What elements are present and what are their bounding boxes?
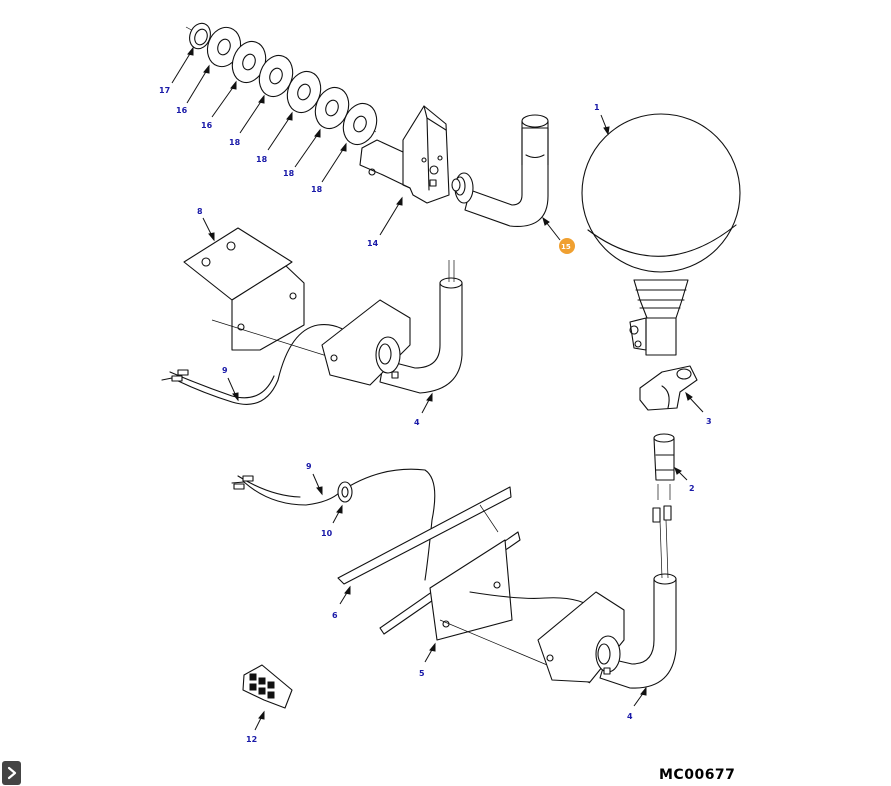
callout-18a[interactable]: 18 — [229, 138, 241, 147]
callout-18c[interactable]: 18 — [283, 169, 295, 178]
drawing-id: MC00677 — [659, 767, 736, 783]
bracket-8 — [183, 227, 379, 373]
callout-8[interactable]: 8 — [197, 207, 203, 216]
tube-15 — [451, 114, 549, 227]
callout-12[interactable]: 12 — [246, 735, 257, 744]
callout-2[interactable]: 2 — [689, 484, 695, 493]
callout-6[interactable]: 6 — [332, 611, 338, 620]
expand-panel-button[interactable] — [2, 761, 21, 785]
callout-18d[interactable]: 18 — [311, 185, 323, 194]
tube-4-upper — [321, 260, 463, 394]
connector-12 — [242, 664, 293, 709]
callout-15-highlight — [559, 238, 575, 254]
callout-18b[interactable]: 18 — [256, 155, 268, 164]
bulb-2 — [653, 433, 675, 500]
callout-9-upper[interactable]: 9 — [222, 366, 228, 375]
leader-lines — [171, 46, 704, 731]
plate-6 — [337, 486, 512, 585]
callout-4-lower[interactable]: 4 — [627, 712, 633, 721]
callout-9-lower[interactable]: 9 — [306, 462, 312, 471]
callout-1[interactable]: 1 — [594, 103, 600, 112]
callout-17[interactable]: 17 — [159, 86, 170, 95]
grommet-10 — [337, 481, 353, 503]
chevron-right-icon — [7, 766, 16, 780]
callout-10[interactable]: 10 — [321, 529, 333, 538]
callout-5[interactable]: 5 — [419, 669, 425, 678]
harness-9-upper — [161, 324, 357, 405]
callout-15[interactable]: 15 — [561, 243, 571, 251]
callout-labels: 1 2 3 4 4 5 6 8 9 9 10 12 14 15 16 16 17… — [159, 86, 712, 744]
bracket-14 — [359, 105, 450, 204]
beacon-dome-1 — [581, 113, 741, 356]
washer-stack — [185, 22, 378, 146]
callout-4-upper[interactable]: 4 — [414, 418, 420, 427]
clip-3 — [639, 365, 698, 411]
callout-3[interactable]: 3 — [706, 417, 712, 426]
bracket-5 — [379, 531, 591, 684]
tube-4-lower — [469, 505, 677, 689]
harness-9-lower — [231, 468, 436, 581]
callout-14[interactable]: 14 — [367, 239, 379, 248]
callout-16b[interactable]: 16 — [201, 121, 213, 130]
callout-16a[interactable]: 16 — [176, 106, 188, 115]
